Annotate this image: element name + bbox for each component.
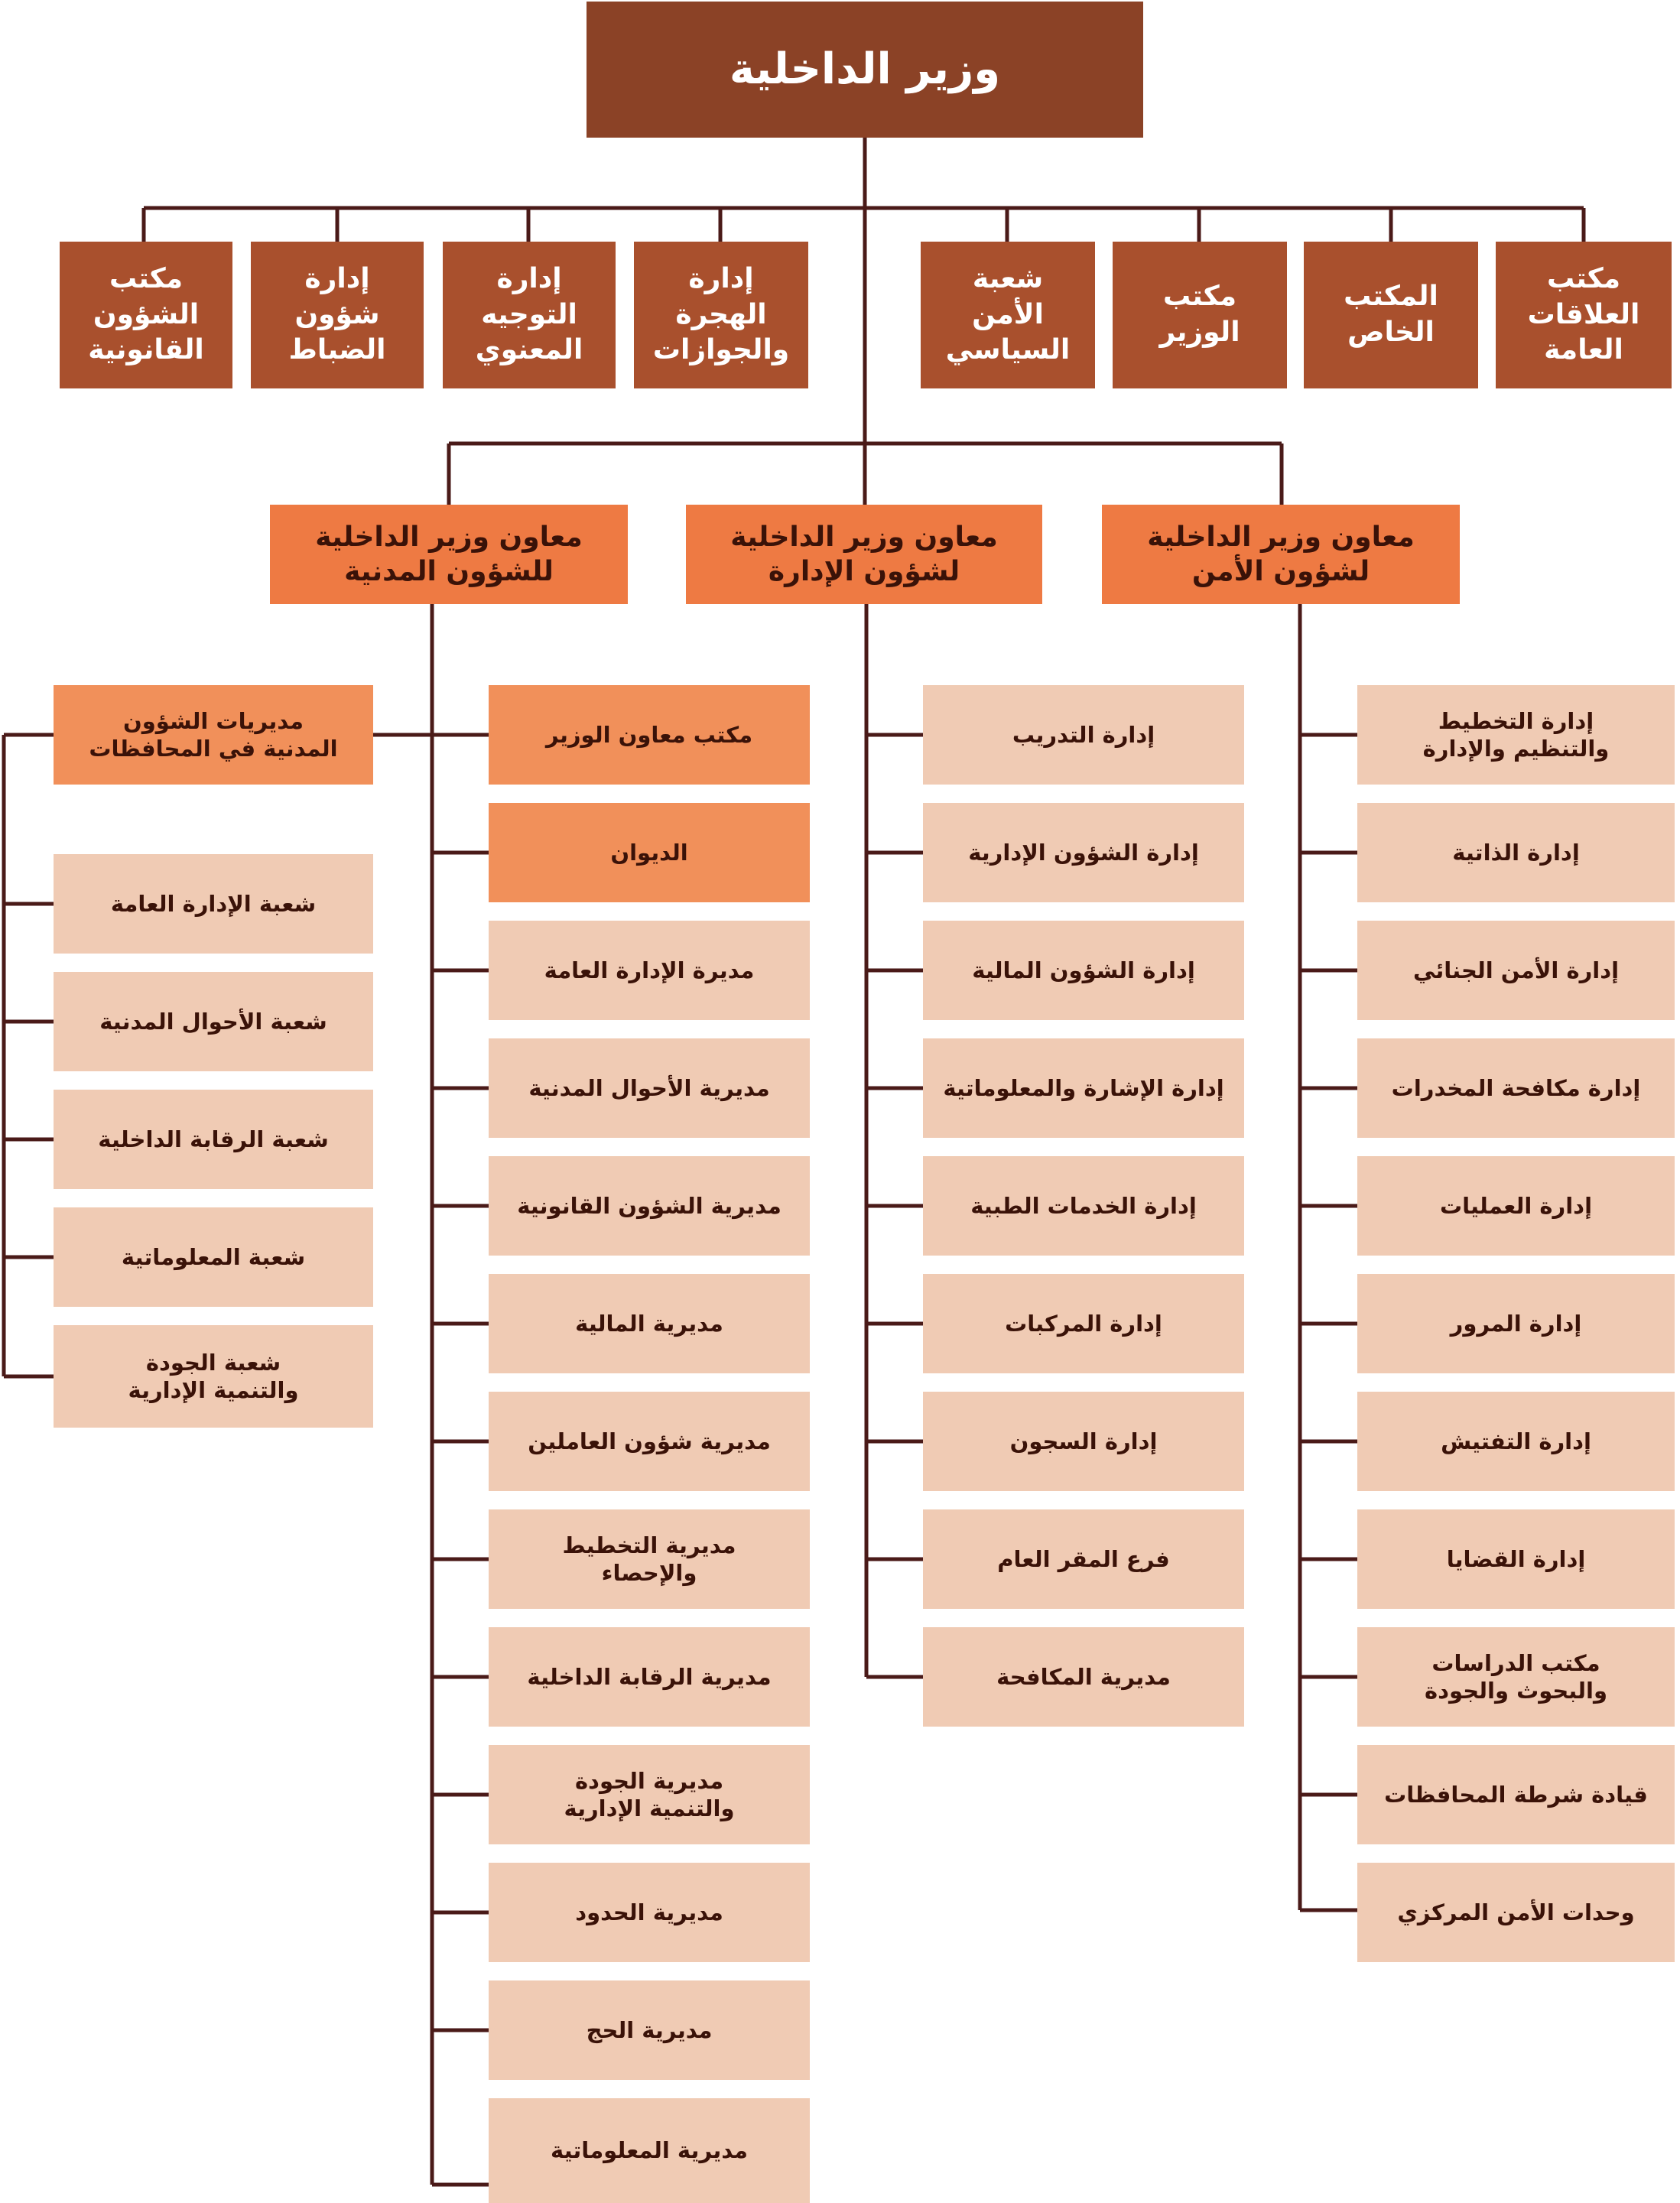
civil-unit: مديرية الحج — [489, 1980, 810, 2080]
governorate-branch: شعبة المعلوماتية — [54, 1207, 373, 1307]
civil-unit: مديرية الجودة والتنمية الإدارية — [489, 1745, 810, 1844]
civil-unit: مديرية المعلوماتية — [489, 2098, 810, 2203]
governorate-branch: شعبة الأحوال المدنية — [54, 972, 373, 1071]
governorate-branch: شعبة الرقابة الداخلية — [54, 1090, 373, 1189]
civil-office-deputy-office: مكتب معاون الوزير — [489, 685, 810, 785]
civil-governorates-directorates: مديريات الشؤون المدنية في المحافظات — [54, 685, 373, 785]
security-unit: إدارة مكافحة المخدرات — [1357, 1038, 1675, 1138]
civil-unit: مديرية الشؤون القانونية — [489, 1156, 810, 1256]
deputy-administration-affairs: معاون وزير الداخلية لشؤون الإدارة — [686, 505, 1042, 604]
dept-officers-affairs: إدارة شؤون الضباط — [251, 242, 424, 388]
civil-unit: مديرية التخطيط والإحصاء — [489, 1509, 810, 1609]
security-unit: وحدات الأمن المركزي — [1357, 1863, 1675, 1962]
security-unit: إدارة العمليات — [1357, 1156, 1675, 1256]
dept-legal-affairs-office: مكتب الشؤون القانونية — [60, 242, 232, 388]
security-unit: إدارة التخطيط والتنظيم والإدارة — [1357, 685, 1675, 785]
dept-private-office: المكتب الخاص — [1304, 242, 1478, 388]
dept-immigration-passports: إدارة الهجرة والجوازات — [634, 242, 808, 388]
civil-unit: مديرية شؤون العاملين — [489, 1392, 810, 1491]
administration-unit: إدارة الشؤون الإدارية — [923, 803, 1244, 902]
security-unit: قيادة شرطة المحافظات — [1357, 1745, 1675, 1844]
civil-unit: مديرة الإدارة العامة — [489, 921, 810, 1020]
civil-unit: مديرية الأحوال المدنية — [489, 1038, 810, 1138]
governorate-branch: شعبة الجودة والتنمية الإدارية — [54, 1325, 373, 1428]
deputy-civil-affairs: معاون وزير الداخلية للشؤون المدنية — [270, 505, 628, 604]
minister-box: وزير الداخلية — [587, 2, 1143, 138]
civil-office-diwan: الديوان — [489, 803, 810, 902]
administration-unit: إدارة الشؤون المالية — [923, 921, 1244, 1020]
dept-political-security-branch: شعبة الأمن السياسي — [921, 242, 1095, 388]
dept-moral-guidance: إدارة التوجيه المعنوي — [443, 242, 616, 388]
dept-minister-office: مكتب الوزير — [1113, 242, 1287, 388]
administration-unit: مديرية المكافحة — [923, 1627, 1244, 1727]
deputy-security-affairs: معاون وزير الداخلية لشؤون الأمن — [1102, 505, 1460, 604]
security-unit: إدارة التفتيش — [1357, 1392, 1675, 1491]
administration-unit: إدارة المركبات — [923, 1274, 1244, 1373]
administration-unit: إدارة الخدمات الطبية — [923, 1156, 1244, 1256]
administration-unit: إدارة السجون — [923, 1392, 1244, 1491]
administration-unit: إدارة الإشارة والمعلوماتية — [923, 1038, 1244, 1138]
security-unit: مكتب الدراسات والبحوث والجودة — [1357, 1627, 1675, 1727]
dept-public-relations-office: مكتب العلاقات العامة — [1496, 242, 1672, 388]
administration-unit: إدارة التدريب — [923, 685, 1244, 785]
civil-unit: مديرية الرقابة الداخلية — [489, 1627, 810, 1727]
security-unit: إدارة الأمن الجنائي — [1357, 921, 1675, 1020]
civil-unit: مديرية المالية — [489, 1274, 810, 1373]
administration-unit: فرع المقر العام — [923, 1509, 1244, 1609]
governorate-branch: شعبة الإدارة العامة — [54, 854, 373, 954]
security-unit: إدارة القضايا — [1357, 1509, 1675, 1609]
security-unit: إدارة الذاتية — [1357, 803, 1675, 902]
security-unit: إدارة المرور — [1357, 1274, 1675, 1373]
civil-unit: مديرية الحدود — [489, 1863, 810, 1962]
